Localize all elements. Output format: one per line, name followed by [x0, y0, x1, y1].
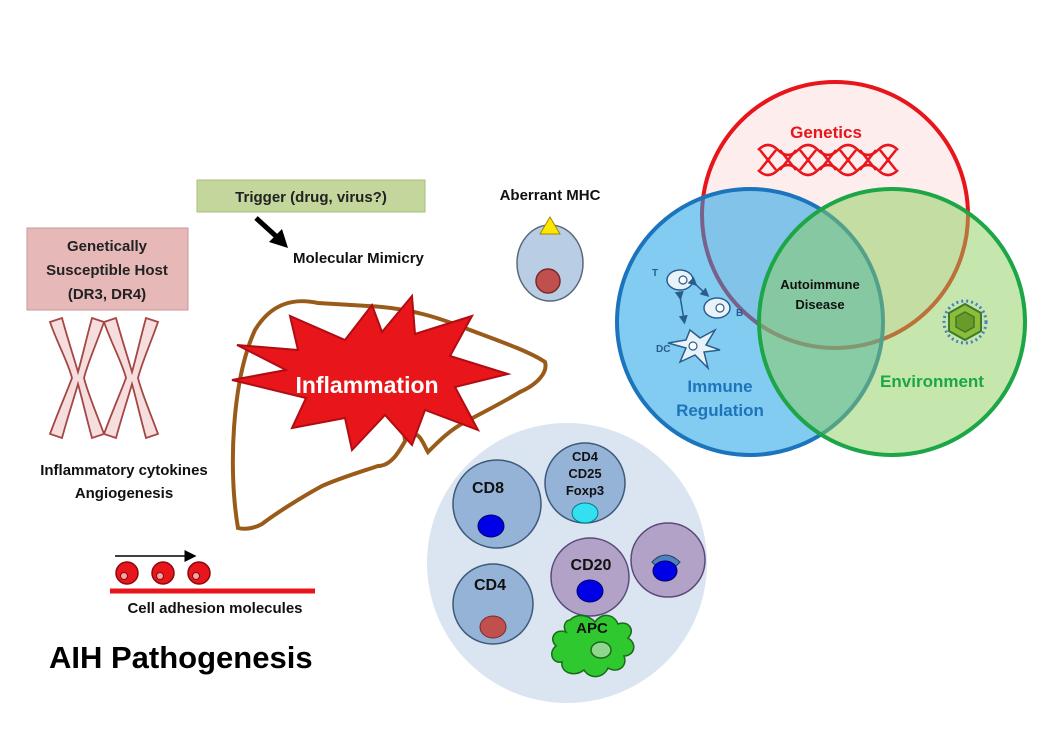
chromosome-icon	[102, 316, 160, 440]
red-blood-cell-icon	[115, 561, 139, 585]
host-box	[26, 227, 189, 311]
mhc-triangle	[539, 216, 561, 235]
host-line1: Genetically	[67, 238, 148, 255]
dc-label: DC	[656, 344, 670, 355]
trigger-arrow-head	[269, 229, 288, 248]
cytokines-line1: Inflammatory cytokines	[40, 462, 208, 479]
cd4-label: CD4	[474, 577, 506, 594]
apc-label: APC	[576, 620, 608, 637]
trigger-box	[196, 179, 426, 213]
immune-cells-icon	[666, 269, 731, 371]
cell-panel: CD8 CD4 CD25 Foxp3 CD4 CD20 APC	[427, 423, 707, 703]
apc-nucleus	[590, 641, 612, 659]
trigger-arrow	[254, 216, 280, 240]
red-blood-cell-icon	[187, 561, 211, 585]
molecular-mimicry-label: Molecular Mimicry	[293, 250, 425, 267]
autoimmune-label-line1: Autoimmune	[780, 277, 859, 292]
environment-label: Environment	[880, 372, 984, 391]
plasma-cell-nucleus	[652, 560, 678, 582]
treg-label-line3: Foxp3	[566, 483, 604, 498]
inflammation-starburst	[231, 293, 512, 453]
host-line3: (DR3, DR4)	[68, 286, 146, 303]
t-cell-label: T	[652, 268, 658, 279]
treg-nucleus	[571, 502, 599, 524]
page-title: AIH Pathogenesis	[49, 640, 313, 675]
venn-diagram: Genetics Autoimmune Disease Immune Regul…	[615, 80, 1027, 457]
cd20-nucleus	[576, 579, 604, 603]
chromosome-icon	[48, 316, 106, 440]
inflammation-label: Inflammation	[295, 372, 438, 398]
cd20-label: CD20	[571, 557, 612, 574]
trigger-label: Trigger (drug, virus?)	[235, 189, 387, 206]
environment-circle	[757, 187, 1027, 457]
virus-icon	[942, 299, 988, 345]
treg-label-line2: CD25	[568, 466, 601, 481]
b-cell-label: B	[736, 308, 743, 319]
cd8-label: CD8	[472, 480, 504, 497]
cd8-cell	[452, 459, 542, 549]
dna-helix-icon	[757, 143, 899, 177]
aberrant-mhc-label: Aberrant MHC	[500, 187, 601, 204]
treg-label-line1: CD4	[572, 449, 599, 464]
host-line2: Susceptible Host	[46, 262, 168, 279]
mhc-cell-nucleus	[535, 268, 561, 294]
cd4-cell	[452, 563, 534, 645]
red-blood-cell-icon	[151, 561, 175, 585]
immune-regulation-label-line2: Regulation	[676, 401, 764, 420]
cd20-cell	[550, 537, 630, 617]
immune-regulation-label-line1: Immune	[687, 377, 752, 396]
autoimmune-label-line2: Disease	[795, 297, 844, 312]
adhesion-label: Cell adhesion molecules	[127, 600, 302, 617]
cd8-nucleus	[477, 514, 505, 538]
cd4-nucleus	[479, 615, 507, 639]
cytokines-line2: Angiogenesis	[75, 485, 173, 502]
genetics-label: Genetics	[790, 123, 862, 142]
